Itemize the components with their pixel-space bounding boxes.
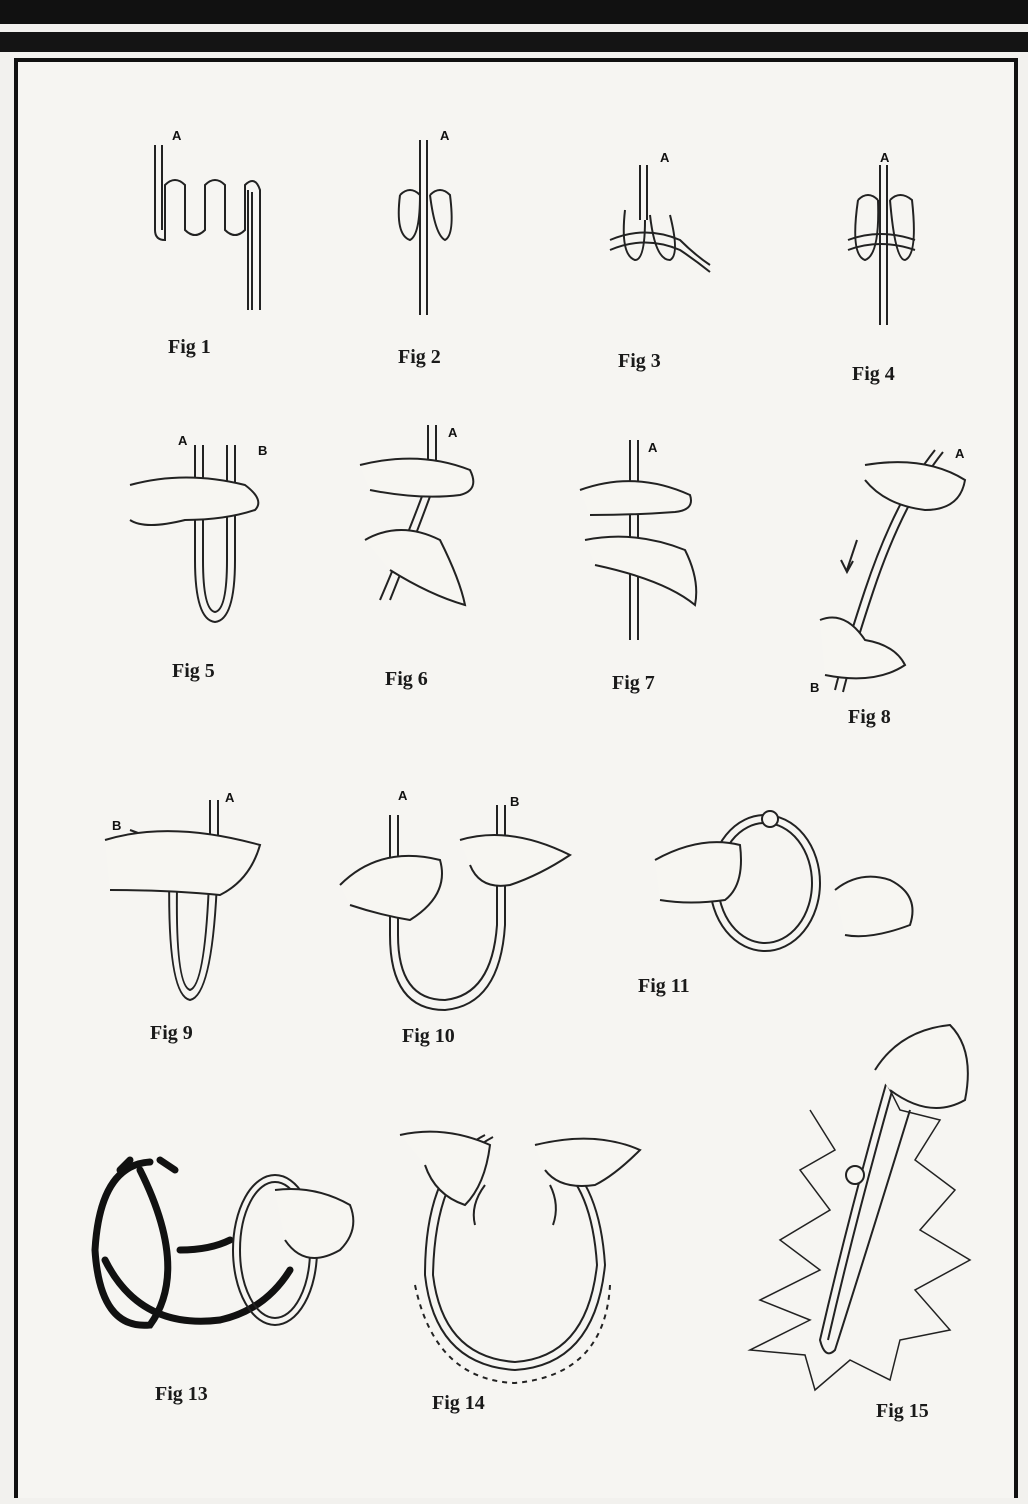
figure-7-letter-a: A [648, 440, 657, 455]
header-bar-bottom [0, 32, 1028, 52]
two-hands-rope-illustration [350, 420, 490, 610]
figure-11-caption: Fig 11 [638, 975, 690, 998]
figure-8-caption: Fig 8 [848, 706, 891, 729]
figure-5-caption: Fig 5 [172, 660, 215, 683]
figure-6-drawing [350, 420, 490, 615]
figure-10-caption: Fig 10 [402, 1025, 455, 1048]
tightened-loop-illustration [740, 1010, 990, 1390]
thrown-loop-illustration [80, 1150, 370, 1340]
hands-sliding-rope-illustration [575, 440, 705, 640]
figure-8-letter-b: B [810, 680, 819, 695]
figure-13-drawing [80, 1150, 370, 1345]
figure-5-drawing [125, 440, 275, 635]
finished-coil-illustration [840, 160, 930, 330]
swinging-loop-illustration [395, 1125, 645, 1385]
figure-7-caption: Fig 7 [612, 672, 655, 695]
coiled-rope-illustration [140, 130, 280, 320]
hand-holding-loop-illustration [125, 440, 275, 630]
figure-14-caption: Fig 14 [432, 1392, 485, 1415]
header-bar-top [0, 0, 1028, 24]
figure-6-letter-a: A [448, 425, 457, 440]
figure-4-drawing [840, 160, 930, 335]
figure-15-caption: Fig 15 [876, 1400, 929, 1423]
figure-1-letter-a: A [172, 128, 181, 143]
wrap-knot-illustration [600, 160, 720, 280]
figure-2-letter-a: A [440, 128, 449, 143]
figure-2-caption: Fig 2 [398, 346, 441, 369]
figure-3-drawing [600, 160, 720, 285]
rope-fold-illustration [385, 135, 465, 325]
figure-5-letter-a: A [178, 433, 187, 448]
figure-14-drawing [395, 1125, 645, 1390]
figure-10-letter-a: A [398, 788, 407, 803]
figure-13-caption: Fig 13 [155, 1383, 208, 1406]
figure-3-caption: Fig 3 [618, 350, 661, 373]
figure-8-letter-a: A [955, 446, 964, 461]
figure-4-letter-a: A [880, 150, 889, 165]
figure-9-drawing [100, 800, 270, 1015]
figure-5-letter-b: B [258, 443, 267, 458]
figure-10-letter-b: B [510, 794, 519, 809]
figure-11-drawing [650, 805, 930, 970]
figure-4-caption: Fig 4 [852, 363, 895, 386]
figure-15-drawing [740, 1010, 990, 1395]
figure-2-drawing [385, 135, 465, 330]
figure-10-drawing [340, 795, 580, 1020]
figure-9-letter-b: B [112, 818, 121, 833]
figure-8-drawing [805, 440, 975, 705]
figure-9-letter-a: A [225, 790, 234, 805]
figure-1-drawing [140, 130, 280, 325]
hand-with-circle-loop-illustration [650, 805, 930, 965]
hands-gathering-rope-illustration [100, 800, 270, 1010]
two-hands-u-loop-illustration [340, 795, 580, 1015]
figure-9-caption: Fig 9 [150, 1022, 193, 1045]
figure-6-caption: Fig 6 [385, 668, 428, 691]
figure-7-drawing [575, 440, 705, 645]
figure-1-caption: Fig 1 [168, 336, 211, 359]
figure-3-letter-a: A [660, 150, 669, 165]
rope-pull-illustration [805, 440, 975, 700]
